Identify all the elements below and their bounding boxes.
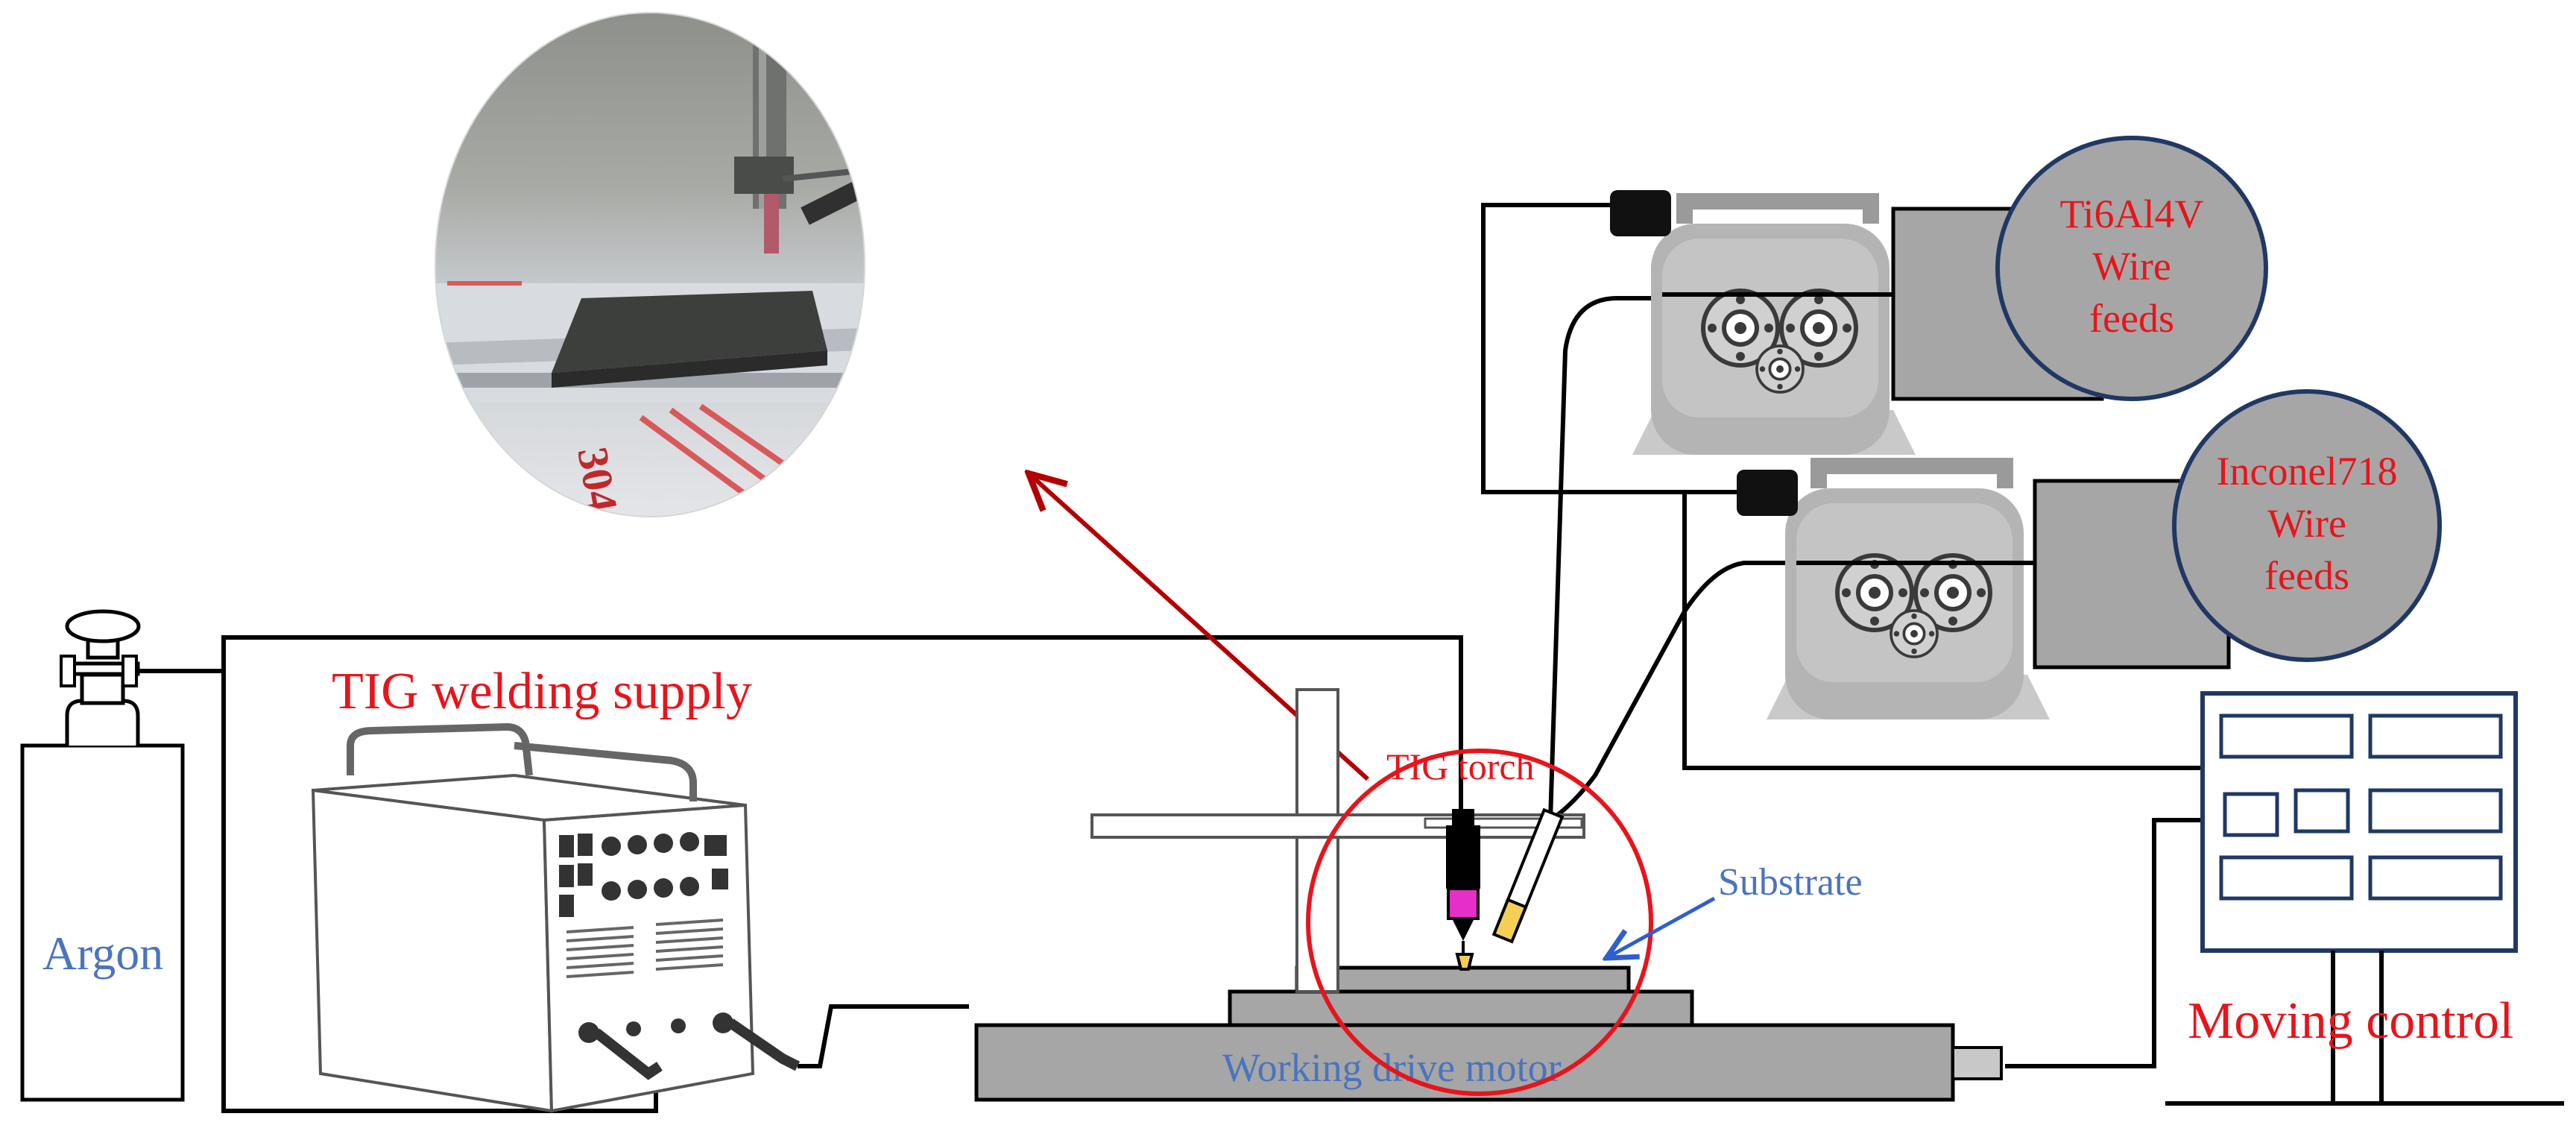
output-sockets [578,1012,801,1080]
ground-cable [798,1004,969,1068]
motor-connector [1951,1046,2003,1080]
inconel-feeder-connector [1737,470,1798,516]
control-panel [559,832,728,917]
torch-highlight-circle [1306,749,1653,1096]
gantry-post [1295,688,1339,993]
cylinder-valve [80,672,125,705]
cabinet-panels [2219,714,2503,901]
moving-control-label: Moving control [2188,992,2513,1050]
inconel-feeder-label-2: Wire [2267,501,2346,546]
inconel-wire [1549,561,1796,822]
inconel-feeder-label-3: feeds [2264,553,2349,598]
weld-pool [1455,953,1474,971]
photo-frame [435,12,865,517]
motor-control-line [2005,818,2206,1068]
argon-cylinder: Argon [20,609,185,1102]
inconel-feeder-label-1: Inconel718 [2217,449,2398,494]
feeder-control-line [1682,492,2206,770]
wire-guide [1491,807,1565,944]
table-platform [1228,989,1694,1027]
tig-torch [1446,807,1565,971]
gas-line [138,635,1463,813]
drive-motor-base [974,1023,1955,1102]
inconel-spool [2172,389,2442,662]
feeder-signal-line [1481,203,1737,494]
ti-feeder-connector [1610,190,1671,236]
ti-feeder-label-1: Ti6Al4V [2059,192,2203,236]
tig-supply-label: TIG welding supply [332,663,752,720]
tig-welding-machine [311,722,801,1113]
ti-spool [1995,136,2268,401]
photo-stamp-text: 304 [568,444,627,516]
setup-photo: 304 [435,13,865,517]
ti-feeder-label-2: Wire [2092,244,2171,289]
torch-body [1446,825,1480,889]
substrate-label: Substrate [1718,861,1863,904]
worktable [974,688,2003,1102]
moving-control-cabinet [2165,691,2564,1106]
valve-knob-icon [65,609,141,643]
ti-wire [1548,296,1662,821]
ti-wire-feeder: Ti6Al4V Wire feeds [1610,136,2268,455]
substrate-arrow [1606,896,1716,958]
tig-torch-label: TIG torch [1386,746,1535,787]
machine-vents [566,919,724,978]
inconel-wire-feeder: Inconel718 Wire feeds [1737,389,2442,719]
argon-label: Argon [42,927,163,980]
substrate-plate [1295,966,1631,994]
ti-feeder-label-3: feeds [2089,296,2174,341]
torch-nozzle [1447,887,1480,920]
